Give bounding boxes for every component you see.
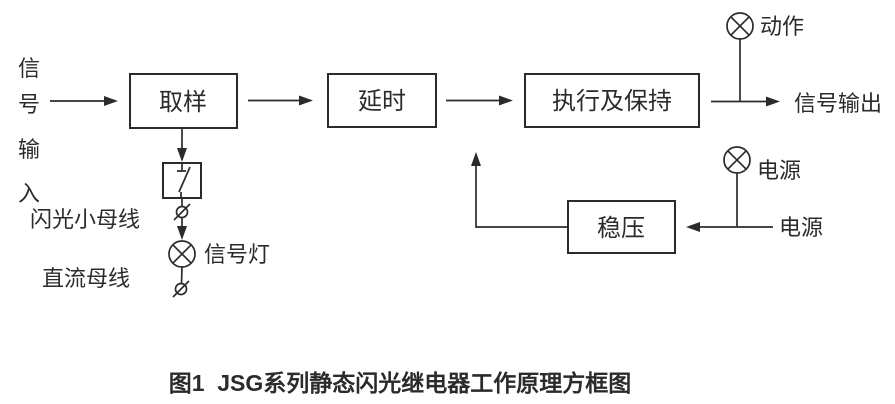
block-delay: 延时 xyxy=(327,73,437,128)
action-lamp-icon xyxy=(726,12,754,102)
signal-lamp-label: 信号灯 xyxy=(204,242,270,267)
block-sampling-label: 取样 xyxy=(159,89,207,116)
terminal-link-bottom-icon xyxy=(172,280,190,298)
signal-output-label: 信号输出 xyxy=(794,91,882,116)
arrow-regulator-feed xyxy=(471,152,568,228)
block-execute-hold-label: 执行及保持 xyxy=(552,88,672,115)
arrow-sampling-to-switch xyxy=(177,128,187,162)
block-regulator: 稳压 xyxy=(567,200,676,254)
power-lamp-label: 电源 xyxy=(757,158,801,183)
signal-lamp-icon xyxy=(168,240,196,284)
arrow-input-to-sampling xyxy=(50,96,118,106)
arrow-sampling-to-delay xyxy=(248,95,313,106)
figure-caption: 图1 JSG系列静态闪光继电器工作原理方框图 xyxy=(169,370,632,396)
signal-input-char: 号 xyxy=(18,92,40,117)
flash-bus-label: 闪光小母线 xyxy=(30,207,140,232)
dc-bus-label: 直流母线 xyxy=(42,266,130,291)
terminal-link-top-icon xyxy=(173,198,191,221)
power-lamp-icon xyxy=(723,146,751,227)
arrow-to-signal-lamp xyxy=(177,217,187,240)
block-regulator-label: 稳压 xyxy=(597,215,645,242)
signal-input-char: 输 xyxy=(18,137,40,162)
signal-input-label: 信 号 输 入 xyxy=(18,56,40,206)
arrow-delay-to-execute xyxy=(446,95,513,106)
signal-input-char: 信 xyxy=(18,56,40,81)
switch-contact-icon xyxy=(162,162,202,199)
block-delay-label: 延时 xyxy=(358,88,406,115)
block-sampling: 取样 xyxy=(129,73,238,129)
signal-input-char: 入 xyxy=(18,181,40,206)
arrow-power-to-regulator xyxy=(686,222,773,232)
block-execute-hold: 执行及保持 xyxy=(524,73,700,128)
action-label: 动作 xyxy=(760,14,804,39)
power-source-label: 电源 xyxy=(779,215,823,240)
arrow-execute-to-output xyxy=(711,96,780,107)
